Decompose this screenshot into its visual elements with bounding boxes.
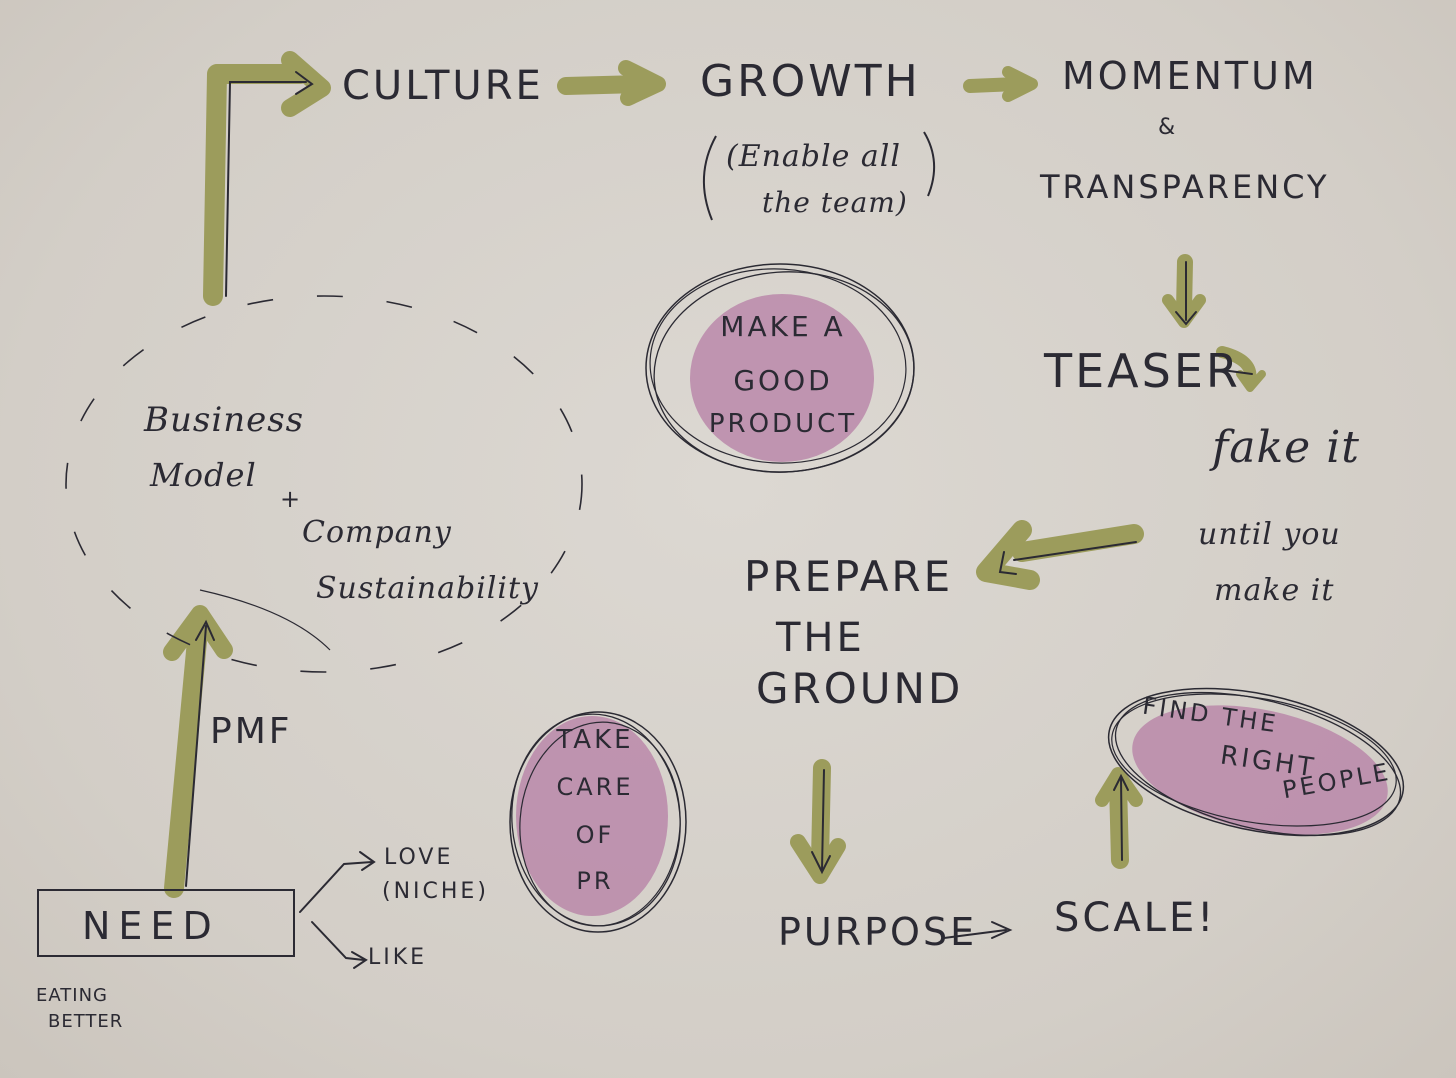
arrow-purpose-scale <box>943 929 1007 939</box>
arrow-up-people-head <box>1095 767 1143 807</box>
eating-better-line-2: BETTER <box>48 1011 124 1032</box>
arrow-teaser-curl <box>1216 346 1257 386</box>
prepare-line-3: GROUND <box>756 664 964 713</box>
branch-love <box>299 861 373 913</box>
business-model-dashed-circle <box>65 295 583 673</box>
momentum-ampersand: & <box>1158 115 1179 140</box>
business-plus: + <box>280 485 304 513</box>
arrow-pmf-head <box>163 605 233 661</box>
business-line-4: Sustainability <box>316 571 540 606</box>
node-momentum: MOMENTUM <box>1062 54 1318 98</box>
bubble-find-right-people <box>1107 687 1405 837</box>
arrow-up-people <box>1109 775 1129 869</box>
arrow-growth-momentum <box>963 77 1025 93</box>
arrow-down-teaser <box>1176 254 1193 318</box>
node-purpose: PURPOSE <box>778 910 978 954</box>
node-need: NEED <box>82 904 220 948</box>
node-transparency: TRANSPARENCY <box>1040 168 1330 206</box>
business-line-1: Business <box>144 400 305 440</box>
node-scale: SCALE! <box>1054 895 1217 941</box>
bubble-pr-line-2: CARE <box>556 773 634 801</box>
node-growth: GROWTH <box>700 56 921 107</box>
arrow-to-prepare <box>1012 524 1144 562</box>
arrow-culture-growth <box>557 75 649 95</box>
label-pmf: PMF <box>210 711 293 752</box>
arrow-to-culture <box>203 64 310 306</box>
bubble-product-line-3: PRODUCT <box>708 409 858 439</box>
need-box <box>37 889 295 957</box>
bubble-pr-line-4: PR <box>576 867 614 895</box>
growth-note-line-1: (Enable all <box>726 139 901 174</box>
arrow-teaser-curl-head <box>1236 370 1266 392</box>
growth-note-line-2: the team) <box>762 186 908 219</box>
fake-it-line-1: fake it <box>1212 422 1360 473</box>
arrow-pmf <box>164 620 208 898</box>
bubble-product-line-2: GOOD <box>733 364 833 397</box>
branch-niche-label: (NICHE) <box>382 879 489 904</box>
prepare-line-2: THE <box>776 615 865 661</box>
arrow-culture-growth-head <box>618 60 666 106</box>
arrow-to-culture-head <box>281 51 331 117</box>
arrow-growth-momentum-head <box>1002 66 1038 102</box>
business-line-3: Company <box>302 515 452 550</box>
branch-like <box>311 921 365 961</box>
business-line-2: Model <box>150 456 257 494</box>
node-teaser: TEASER <box>1044 344 1241 398</box>
fake-it-line-2: until you <box>1198 517 1341 552</box>
branch-love-label: LOVE <box>384 845 454 870</box>
arrow-down-purpose <box>811 759 831 869</box>
bubble-make-good-product <box>645 263 915 473</box>
bubble-pr-line-1: TAKE <box>556 725 634 755</box>
arrow-down-purpose-head <box>790 834 846 884</box>
bubble-take-care-of-pr <box>509 711 687 933</box>
bubble-product-line-1: MAKE A <box>720 310 846 343</box>
fake-it-line-3: make it <box>1214 573 1335 608</box>
prepare-line-1: PREPARE <box>744 552 954 601</box>
node-culture: CULTURE <box>342 63 544 109</box>
bubble-pr-line-3: OF <box>575 821 615 849</box>
branch-like-label: LIKE <box>368 945 428 970</box>
arrow-to-prepare-head <box>976 520 1040 590</box>
eating-better-line-1: EATING <box>36 985 109 1006</box>
